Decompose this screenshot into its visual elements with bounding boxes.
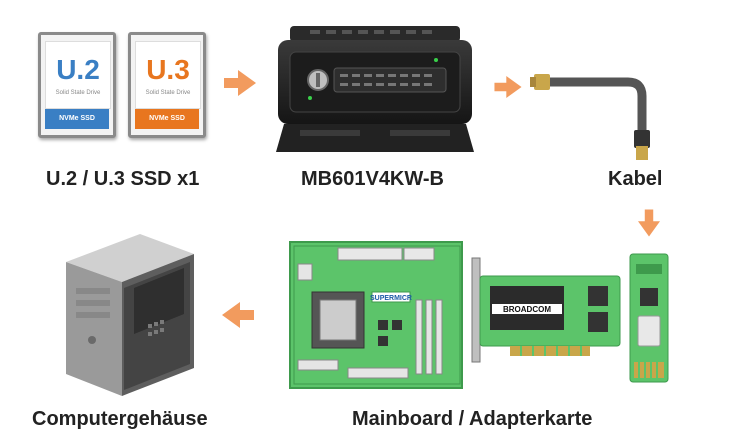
ssd-u2-title: U.2 (56, 54, 100, 85)
arrow-down-icon (638, 209, 660, 237)
computer-case-image (66, 234, 194, 396)
mainboard-image: SUPERMICR (289, 241, 463, 389)
label-cable: Kabel (608, 168, 663, 190)
label-board: Mainboard / Adapterkarte (352, 408, 593, 430)
ssd-u2-subtitle: Solid State Drive (55, 90, 101, 96)
label-computer: Computergehäuse (32, 408, 208, 430)
cable-image (530, 74, 650, 160)
ssd-u3-band: NVMe SSD (135, 109, 199, 129)
m2-adapter-image (629, 253, 669, 383)
board-brand-text: SUPERMICR (370, 295, 412, 302)
label-enclosure: MB601V4KW-B (301, 168, 444, 190)
card-brand-text: BROADCOM (503, 305, 551, 314)
arrow-right-icon (224, 70, 256, 96)
ssd-u3-face: U.3 Solid State Drive (135, 41, 201, 109)
ssd-u3-subtitle: Solid State Drive (145, 90, 191, 96)
ssd-u2-face: U.2 Solid State Drive (45, 41, 111, 109)
ssd-u3-drive: U.3 Solid State Drive NVMe SSD (128, 32, 206, 138)
ssd-u3-title: U.3 (146, 54, 190, 85)
ssd-u2-band: NVMe SSD (45, 109, 109, 129)
arrow-right-icon (494, 76, 522, 98)
arrow-left-icon (222, 302, 254, 328)
ssd-u2-drive: U.2 Solid State Drive NVMe SSD (38, 32, 116, 138)
label-ssd: U.2 / U.3 SSD x1 (46, 168, 200, 190)
enclosure-device (276, 26, 474, 152)
adapter-card-image: BROADCOM (471, 257, 621, 363)
